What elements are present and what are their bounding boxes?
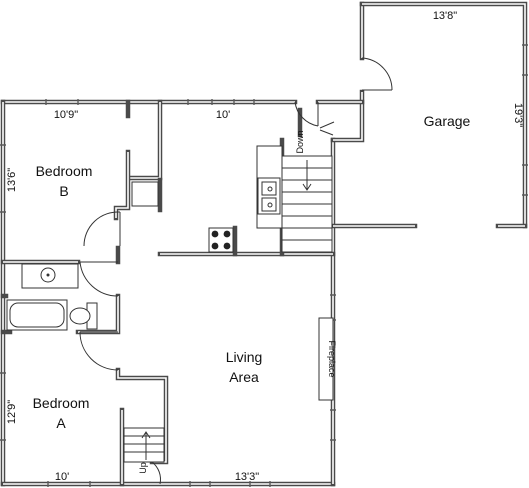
living-area-label-line2: Area [229,369,259,385]
garage-depth-dim: 19'3" [512,103,524,127]
bedroom-a-depth-dim: 12'9" [6,400,18,424]
windows [0,44,528,487]
bedroom-a-label-letter: A [56,415,66,431]
fireplace-label: Fireplace [327,340,337,377]
stairs-up [123,427,165,463]
fireplace [318,317,334,401]
bedroom-b-label: Bedroom [36,163,93,179]
closet-b [131,181,159,207]
hall-width-dim: 10' [216,109,230,121]
kitchen-counter [256,145,283,229]
bathtub-icon [6,299,68,331]
garage-width-dim: 13'8" [433,10,457,22]
doors [79,57,393,485]
stairs-up-label: Up [138,462,148,474]
garage-label: Garage [424,113,471,129]
bedroom-b-depth-dim: 13'6" [6,168,18,192]
stairs-down-label: Down [295,130,305,153]
living-area-label: Living [226,349,263,365]
bedroom-a-width-dim: 10' [55,471,69,483]
stairs-down [281,155,333,253]
living-width-dim: 13'3" [235,471,259,483]
stove-icon [208,227,234,253]
toilet-icon [69,302,98,330]
sink-icon [21,263,79,289]
bedroom-a-label: Bedroom [33,395,90,411]
bedroom-b-width-dim: 10'9" [54,109,78,121]
bedroom-b-label-letter: B [59,183,68,199]
